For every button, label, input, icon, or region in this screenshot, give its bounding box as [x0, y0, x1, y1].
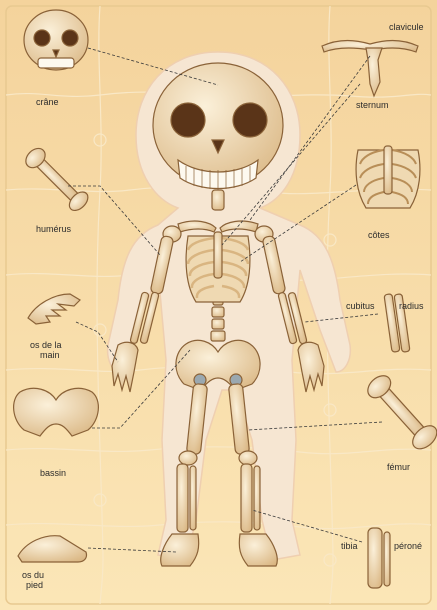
label-femur: fémur: [387, 462, 410, 472]
label-os-du-pied-line2: pied: [26, 580, 43, 590]
label-radius: radius: [399, 301, 424, 311]
label-os-de-la-main-line1: os de la: [30, 340, 62, 350]
label-os-du-pied-line1: os du: [22, 570, 44, 580]
label-humerus: humérus: [36, 224, 71, 234]
crane-icon: [24, 10, 88, 70]
cotes-icon: [356, 146, 420, 208]
label-clavicule: clavicule: [389, 22, 424, 32]
label-tibia: tibia: [341, 541, 358, 551]
label-crane: crâne: [36, 97, 59, 107]
tibia-perone-icon: [368, 528, 390, 588]
label-os-de-la-main-line2: main: [40, 350, 60, 360]
label-cotes: côtes: [368, 230, 390, 240]
label-bassin: bassin: [40, 468, 66, 478]
skeleton-ribcage: [186, 232, 250, 302]
label-cubitus: cubitus: [346, 301, 375, 311]
label-perone: péroné: [394, 541, 422, 551]
label-sternum: sternum: [356, 100, 389, 110]
